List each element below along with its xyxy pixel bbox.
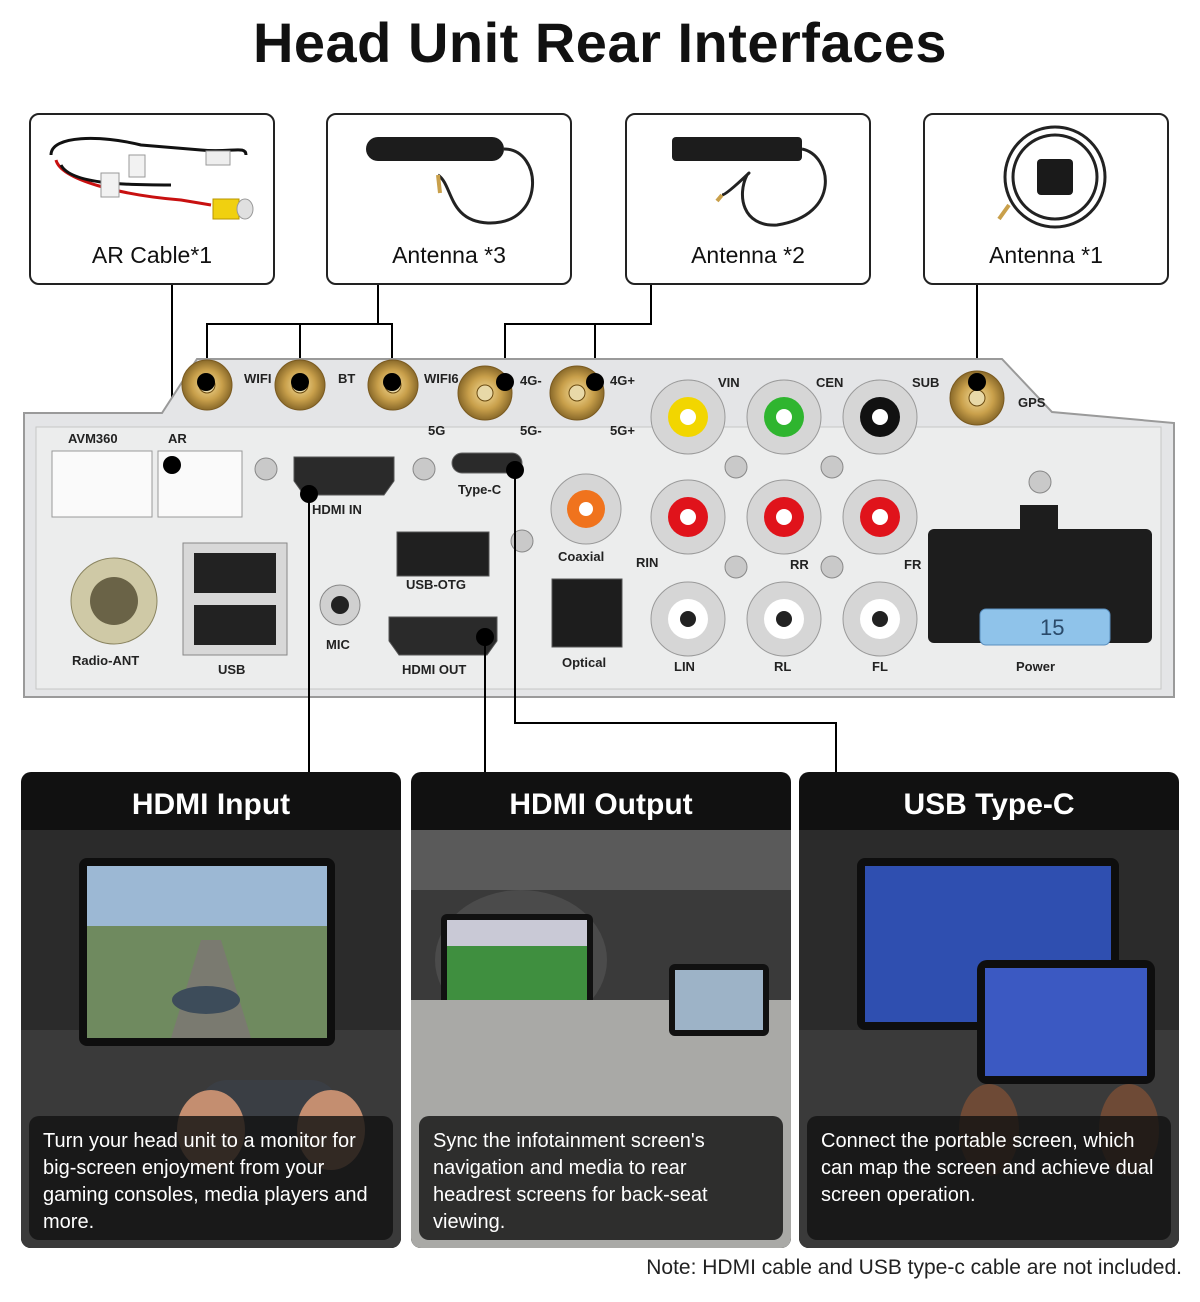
- bt-label: BT: [338, 371, 356, 386]
- usb-otg-label: USB-OTG: [406, 577, 466, 592]
- antenna3-stem-line: [377, 285, 379, 325]
- 5g-label: 5G: [428, 423, 446, 438]
- card-description: Sync the infotainment screen's navigatio…: [419, 1116, 783, 1240]
- antenna-3-label: Antenna *3: [392, 242, 506, 268]
- card-title: USB Type-C: [903, 788, 1075, 821]
- gps-label: GPS: [1018, 395, 1046, 410]
- card-description: Turn your head unit to a monitor for big…: [29, 1116, 393, 1240]
- ar-cable-label: AR Cable*1: [91, 242, 213, 268]
- hdmi-input-card: HDMI Input Turn your head unit to a moni…: [21, 772, 401, 1248]
- ar-cable-image: [49, 137, 254, 220]
- antenna-3-image: [366, 137, 534, 225]
- antenna2-stem-line: [650, 285, 652, 325]
- hdmi-in-label: HDMI IN: [312, 502, 362, 517]
- note-text: Note: HDMI cable and USB type-c cable ar…: [646, 1256, 1182, 1279]
- vin-label: VIN: [718, 375, 740, 390]
- rl-label: RL: [774, 659, 792, 674]
- fr-label: FR: [904, 557, 922, 572]
- antenna3-drop-line: [299, 323, 301, 381]
- type-c-label: Type-C: [458, 482, 502, 497]
- connector-dots: [163, 373, 986, 646]
- antenna-1-image: [997, 125, 1107, 229]
- coaxial-label: Coaxial: [558, 549, 605, 564]
- antenna-1-box: Antenna *1: [923, 113, 1169, 285]
- card-description: Connect the portable screen, which can m…: [807, 1116, 1171, 1240]
- rear-panel-body: [23, 358, 1175, 698]
- card-title: HDMI Output: [509, 788, 693, 821]
- 4g-minus-label: 4G-: [520, 373, 542, 388]
- antenna-2-label: Antenna *2: [691, 242, 805, 268]
- antenna2-drop-line: [504, 323, 506, 381]
- antenna2-drop-line: [594, 323, 596, 381]
- type-c-line: [514, 470, 516, 724]
- antenna-2-box: Antenna *2: [625, 113, 871, 285]
- hdmi-output-card: HDMI Output Sync the infotainment screen…: [411, 772, 791, 1248]
- antenna-1-label: Antenna *1: [989, 242, 1103, 268]
- page-title: Head Unit Rear Interfaces: [252, 11, 948, 74]
- power-label: Power: [1016, 659, 1056, 674]
- lin-label: LIN: [674, 659, 695, 674]
- hdmi-in-line: [308, 494, 310, 772]
- radio-ant-label: Radio-ANT: [72, 653, 140, 668]
- 5g-plus-label: 5G+: [610, 423, 635, 438]
- ar-cable-box: AR Cable*1: [29, 113, 275, 285]
- usb-label: USB: [218, 662, 246, 677]
- fuse-label: 15: [1040, 615, 1065, 640]
- antenna3-drop-line: [391, 323, 393, 381]
- antenna2-bus-line: [504, 323, 652, 325]
- cen-label: CEN: [816, 375, 844, 390]
- type-c-line: [835, 722, 837, 772]
- antenna-2-image: [672, 137, 827, 227]
- type-c-line: [514, 722, 837, 724]
- antenna1-line: [976, 285, 978, 381]
- rin-label: RIN: [636, 555, 659, 570]
- optical-label: Optical: [562, 655, 607, 670]
- rr-label: RR: [790, 557, 809, 572]
- wifi6-label: WIFI6: [424, 371, 459, 386]
- hdmi-out-line: [484, 637, 486, 772]
- hdmi-out-label: HDMI OUT: [402, 662, 467, 677]
- rear-panel: AVM360 AR WIFI BT WIFI6 5G 4G- 5G- 4G+ 5…: [22, 357, 1176, 701]
- fl-label: FL: [872, 659, 888, 674]
- sub-label: SUB: [912, 375, 940, 390]
- antenna3-drop-line: [206, 323, 208, 381]
- avm360-label: AVM360: [68, 431, 118, 446]
- usb-type-c-card: USB Type-C Connect the portable screen, …: [799, 772, 1179, 1248]
- card-title: HDMI Input: [131, 788, 291, 821]
- 5g-minus-label: 5G-: [520, 423, 542, 438]
- 4g-plus-label: 4G+: [610, 373, 635, 388]
- antenna-3-box: Antenna *3: [326, 113, 572, 285]
- wifi-label: WIFI: [244, 371, 272, 386]
- mic-label: MIC: [326, 637, 350, 652]
- ar-connector-line: [171, 285, 173, 465]
- ar-port-label: AR: [168, 431, 187, 446]
